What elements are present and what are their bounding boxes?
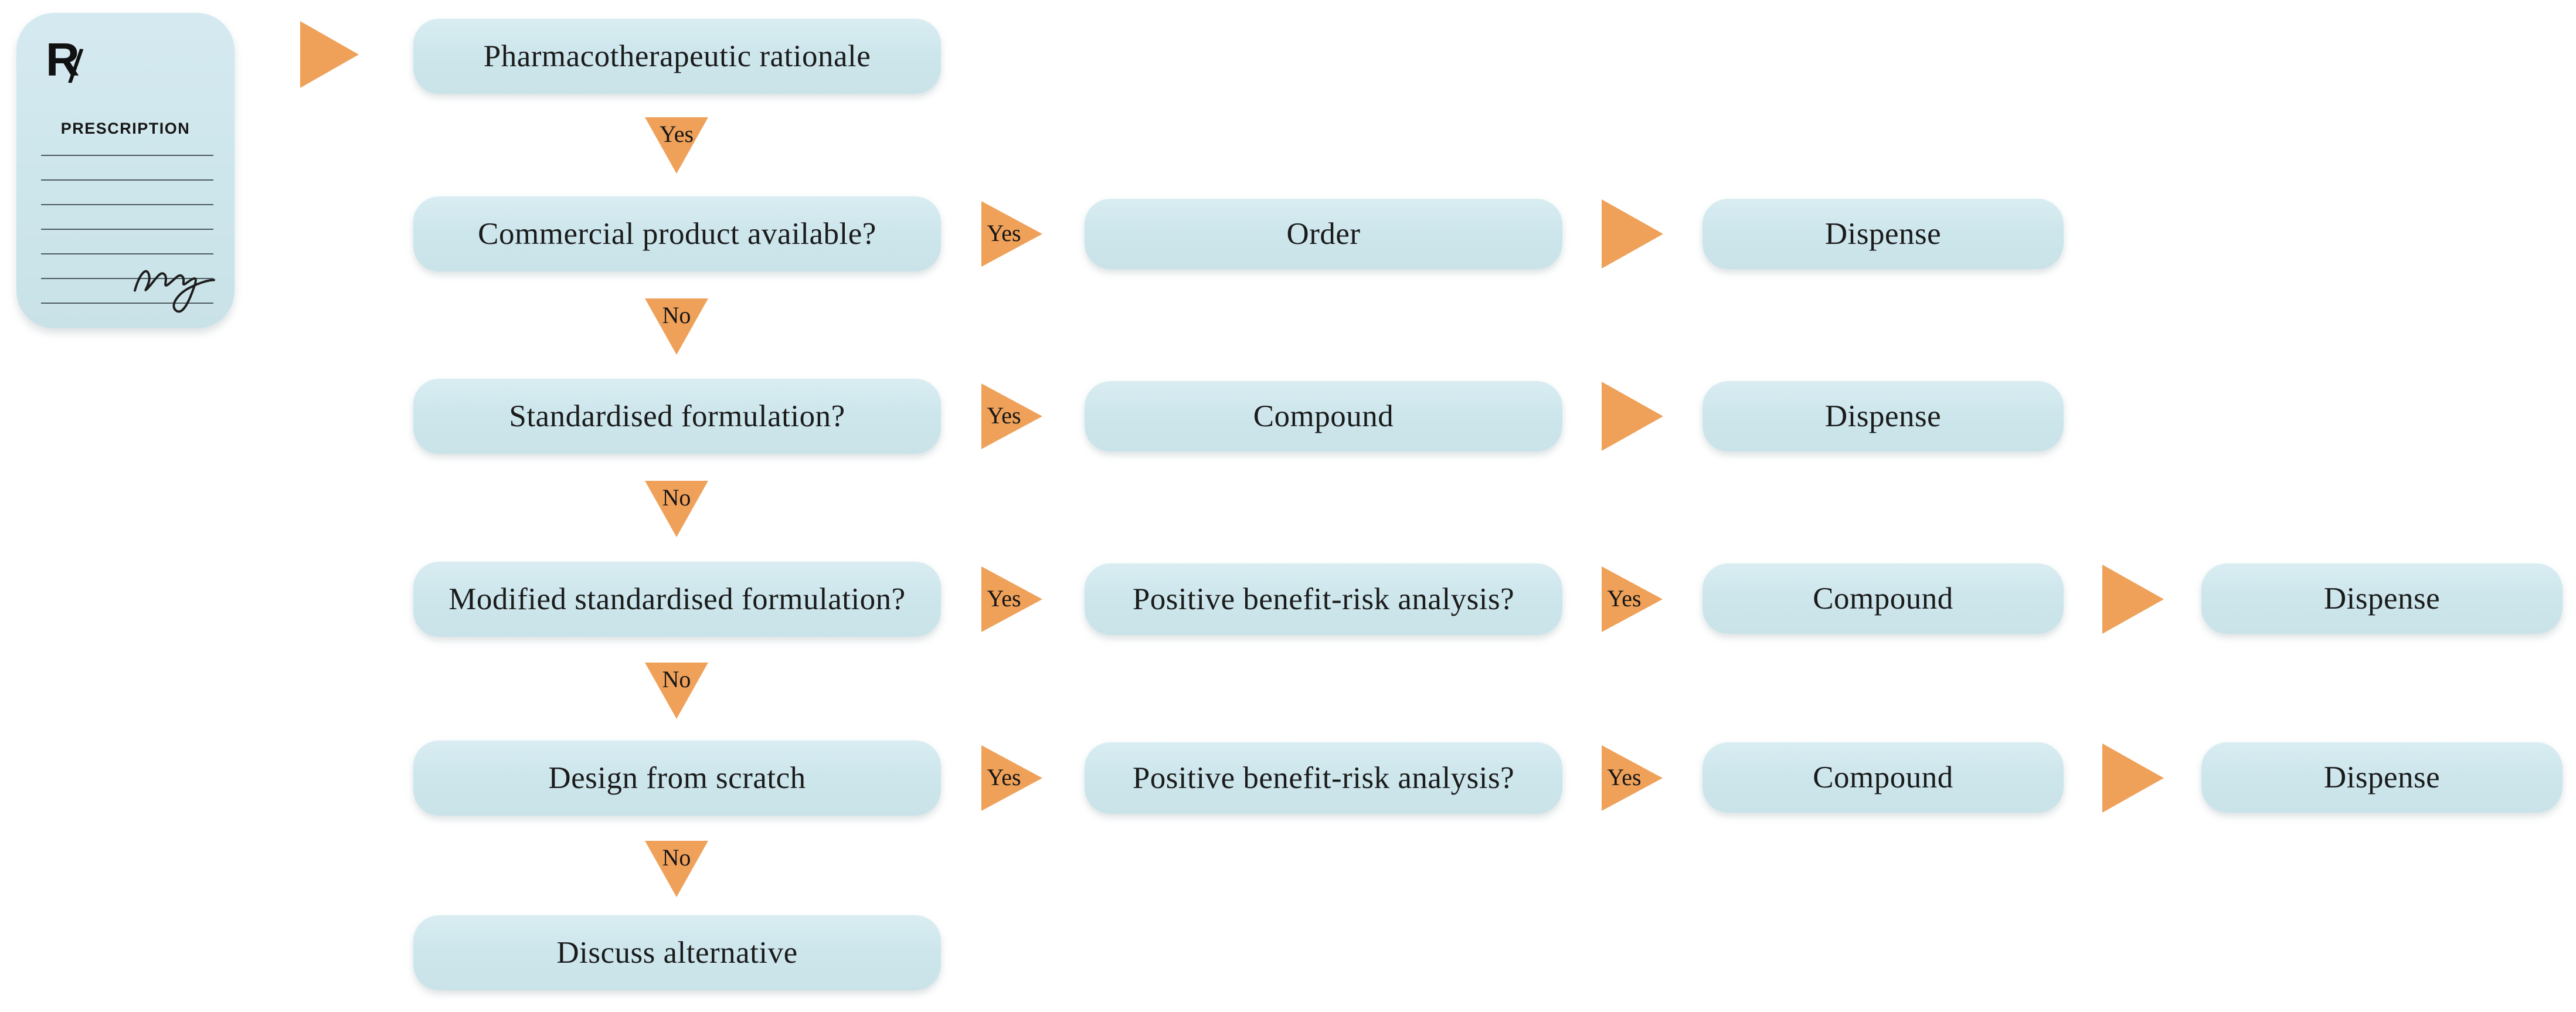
arrow-label: Yes bbox=[1607, 763, 1642, 790]
arrow-label: Yes bbox=[987, 763, 1021, 790]
node-dispense-row5: Dispense bbox=[2201, 742, 2563, 813]
prescription-rule-line bbox=[41, 253, 213, 254]
arrow-shape bbox=[1602, 382, 1663, 451]
arrow-shape bbox=[1602, 199, 1663, 269]
decision-arrow-right-yes-icon: Yes bbox=[981, 566, 1042, 632]
prescription-pad-icon: R/ PRESCRIPTION bbox=[16, 13, 235, 328]
arrow-label: Yes bbox=[987, 402, 1021, 429]
node-pharmacotherapeutic-rationale: Pharmacotherapeutic rationale bbox=[413, 19, 941, 94]
decision-arrow-right-yes-icon: Yes bbox=[1602, 566, 1663, 632]
node-discuss-alternative: Discuss alternative bbox=[413, 915, 941, 990]
node-design-from-scratch: Design from scratch bbox=[413, 741, 941, 816]
node-benefit-risk-analysis-row4: Positive benefit-risk analysis? bbox=[1085, 563, 1562, 635]
node-dispense-row4: Dispense bbox=[2201, 563, 2563, 634]
prescription-heading: PRESCRIPTION bbox=[60, 120, 191, 137]
node-modified-standardised-formulation: Modified standardised formulation? bbox=[413, 562, 941, 637]
prescription-rules bbox=[41, 155, 213, 327]
signature-icon bbox=[134, 270, 215, 313]
arrow-shape bbox=[300, 21, 359, 88]
arrow-label: No bbox=[662, 666, 691, 692]
arrow-label: Yes bbox=[987, 219, 1021, 246]
node-order: Order bbox=[1085, 199, 1562, 269]
node-commercial-product-available: Commercial product available? bbox=[413, 196, 941, 271]
decision-arrow-right-yes-icon: Yes bbox=[981, 383, 1042, 449]
rx-letter: R bbox=[46, 33, 80, 86]
prescription-rule-line bbox=[41, 278, 213, 279]
arrow-label: No bbox=[662, 484, 691, 511]
node-dispense-row2: Dispense bbox=[1702, 199, 2064, 269]
node-standardised-formulation: Standardised formulation? bbox=[413, 379, 941, 454]
arrow-shape bbox=[2102, 565, 2164, 634]
decision-arrow-down-no-icon: No bbox=[645, 663, 708, 719]
decision-arrow-right-yes-icon: Yes bbox=[1602, 745, 1663, 811]
prescription-rule-line bbox=[41, 229, 213, 230]
decision-arrow-down-no-icon: No bbox=[645, 298, 708, 355]
flow-arrow-right-icon bbox=[1602, 199, 1663, 269]
prescription-rule-line bbox=[41, 179, 213, 181]
arrow-label: No bbox=[662, 844, 691, 871]
arrow-label: Yes bbox=[659, 121, 694, 147]
arrow-label: No bbox=[662, 302, 691, 328]
decision-arrow-down-yes-icon: Yes bbox=[645, 117, 708, 174]
decision-arrow-right-yes-icon: Yes bbox=[981, 201, 1042, 267]
flow-arrow-right-icon bbox=[2102, 743, 2164, 813]
arrow-label: Yes bbox=[987, 585, 1021, 612]
prescription-rule-line bbox=[41, 303, 213, 304]
node-compound-row5: Compound bbox=[1702, 742, 2064, 813]
node-dispense-row3: Dispense bbox=[1702, 381, 2064, 451]
prescription-rule-line bbox=[41, 155, 213, 156]
prescription-rule-line bbox=[41, 204, 213, 205]
rx-symbol: R/ bbox=[46, 33, 84, 93]
arrow-label: Yes bbox=[1607, 585, 1642, 612]
flow-arrow-right-icon bbox=[300, 21, 359, 88]
flow-arrow-right-icon bbox=[1602, 382, 1663, 451]
flow-arrow-right-icon bbox=[2102, 565, 2164, 634]
node-benefit-risk-analysis-row5: Positive benefit-risk analysis? bbox=[1085, 742, 1562, 814]
node-compound-row3: Compound bbox=[1085, 381, 1562, 451]
decision-arrow-down-no-icon: No bbox=[645, 841, 708, 897]
arrow-shape bbox=[2102, 743, 2164, 813]
node-compound-row4: Compound bbox=[1702, 563, 2064, 634]
decision-arrow-right-yes-icon: Yes bbox=[981, 745, 1042, 811]
decision-arrow-down-no-icon: No bbox=[645, 481, 708, 537]
